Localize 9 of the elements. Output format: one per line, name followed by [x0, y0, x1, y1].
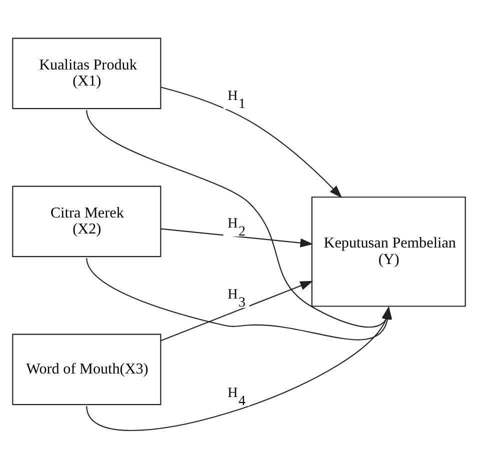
node-box: Keputusan Pembelian (Y): [311, 196, 466, 306]
arrow: [86, 306, 391, 430]
arrow: [160, 280, 314, 341]
node-box: Citra Merek (X2): [12, 185, 162, 257]
node-box: Kualitas Produk (X1): [12, 37, 162, 109]
node-box: Word of Mouth(X3): [12, 333, 162, 405]
arrow: [160, 228, 314, 247]
arrow: [160, 86, 342, 198]
arrow: [86, 110, 391, 328]
